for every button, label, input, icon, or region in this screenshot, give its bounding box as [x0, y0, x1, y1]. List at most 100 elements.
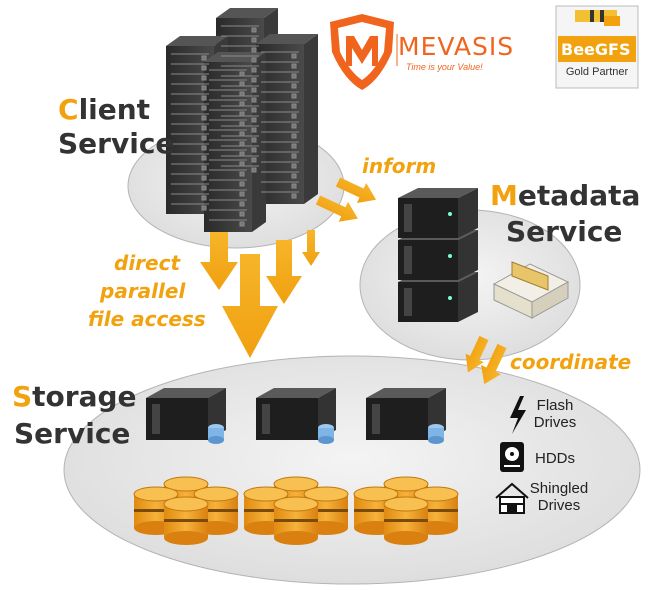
direct-access-label-line3: file access [88, 307, 206, 331]
rack-led [201, 115, 207, 121]
storage-title-rest: torage [32, 380, 137, 413]
rack-led [291, 163, 297, 169]
beegfs-badge [555, 5, 639, 89]
rack-led [251, 97, 257, 103]
client-title-initial: C [58, 93, 79, 126]
coordinate-label: coordinate [510, 350, 632, 374]
rack-led [291, 103, 297, 109]
rack-led [239, 121, 245, 127]
disk-stack-3 [353, 476, 459, 545]
rack-led [251, 67, 257, 73]
rack-led [201, 65, 207, 71]
rack-led [239, 131, 245, 137]
metadata-service-title: Metadata [490, 182, 640, 210]
rack-led [239, 201, 245, 207]
rack-led [291, 93, 297, 99]
rack-led [251, 117, 257, 123]
storage-service-title-line2: Service [14, 417, 131, 450]
client-title-rest: lient [78, 93, 151, 126]
rack-led [239, 221, 245, 227]
rack-led [291, 173, 297, 179]
rack-led [291, 143, 297, 149]
rack-led [291, 53, 297, 59]
inform-label: inform [362, 154, 437, 178]
rack-led [251, 167, 257, 173]
rack-led [291, 123, 297, 129]
rack-led [239, 181, 245, 187]
rack-led [251, 137, 257, 143]
storage-service-ellipse [63, 355, 641, 585]
mevasis-logo [330, 14, 398, 90]
rack-led [251, 107, 257, 113]
hdd-icon [500, 442, 524, 472]
metadata-service-title-line2: Service [506, 215, 623, 248]
rack-led [291, 193, 297, 199]
rack-led [201, 165, 207, 171]
rack-led [251, 87, 257, 93]
metadata-server-stack [398, 188, 478, 322]
flash-label-line2: Drives [533, 414, 577, 432]
flash-drives-label: Flash Drives [528, 397, 582, 432]
rack-led [239, 91, 245, 97]
rack-led [239, 161, 245, 167]
beegfs-name: BeeGFS [561, 40, 631, 59]
client-server-racks [166, 8, 318, 232]
shingled-label-line1: Shingled [529, 480, 589, 497]
rack-led [291, 113, 297, 119]
disk-stack-2 [243, 476, 349, 545]
mevasis-tagline: Time is your Value! [406, 62, 483, 72]
direct-access-label-line1: direct [114, 251, 181, 275]
direct-access-arrows [200, 230, 320, 358]
client-service-title: Client [58, 96, 150, 124]
rack-led [201, 75, 207, 81]
rack-led [201, 155, 207, 161]
rack-led [201, 145, 207, 151]
metadata-title-rest: etadata [517, 179, 641, 212]
flash-label-line1: Flash [536, 397, 574, 414]
house-icon [495, 482, 529, 514]
rack-led [251, 47, 257, 53]
rack-led [239, 81, 245, 87]
rack-led [251, 57, 257, 63]
metadata-title-initial: M [490, 179, 518, 212]
rack-led [201, 195, 207, 201]
rack-led [291, 83, 297, 89]
rack-led [251, 147, 257, 153]
rack-led [201, 85, 207, 91]
rack-led [291, 133, 297, 139]
mevasis-name: MEVASIS [398, 32, 515, 61]
rack-led [201, 185, 207, 191]
beegfs-partner: Gold Partner [565, 66, 629, 78]
rack-led [201, 95, 207, 101]
direct-access-label-line2: parallel [100, 279, 186, 303]
rack-led [201, 135, 207, 141]
rack-led [251, 37, 257, 43]
rack-led [291, 63, 297, 69]
rack-led [201, 105, 207, 111]
rack-led [239, 71, 245, 77]
rack-led [251, 127, 257, 133]
rack-led [239, 191, 245, 197]
rack-led [239, 141, 245, 147]
rack-led [251, 27, 257, 33]
coordinate-arrows [465, 335, 507, 385]
storage-node-1 [146, 388, 226, 444]
lightning-icon [510, 396, 526, 434]
disk-stack-1 [133, 476, 239, 545]
rack-led [291, 183, 297, 189]
rack-led [239, 171, 245, 177]
rack-led [291, 153, 297, 159]
shingled-label-line2: Drives [537, 497, 581, 515]
storage-title-initial: S [12, 380, 33, 413]
storage-node-2 [256, 388, 336, 444]
hdds-label: HDDs [535, 450, 575, 467]
rack-led [291, 73, 297, 79]
rack-led [251, 77, 257, 83]
rack-led [201, 55, 207, 61]
rack-led [239, 111, 245, 117]
rack-led [239, 211, 245, 217]
rack-led [239, 101, 245, 107]
rack-led [201, 125, 207, 131]
storage-node-3 [366, 388, 446, 444]
